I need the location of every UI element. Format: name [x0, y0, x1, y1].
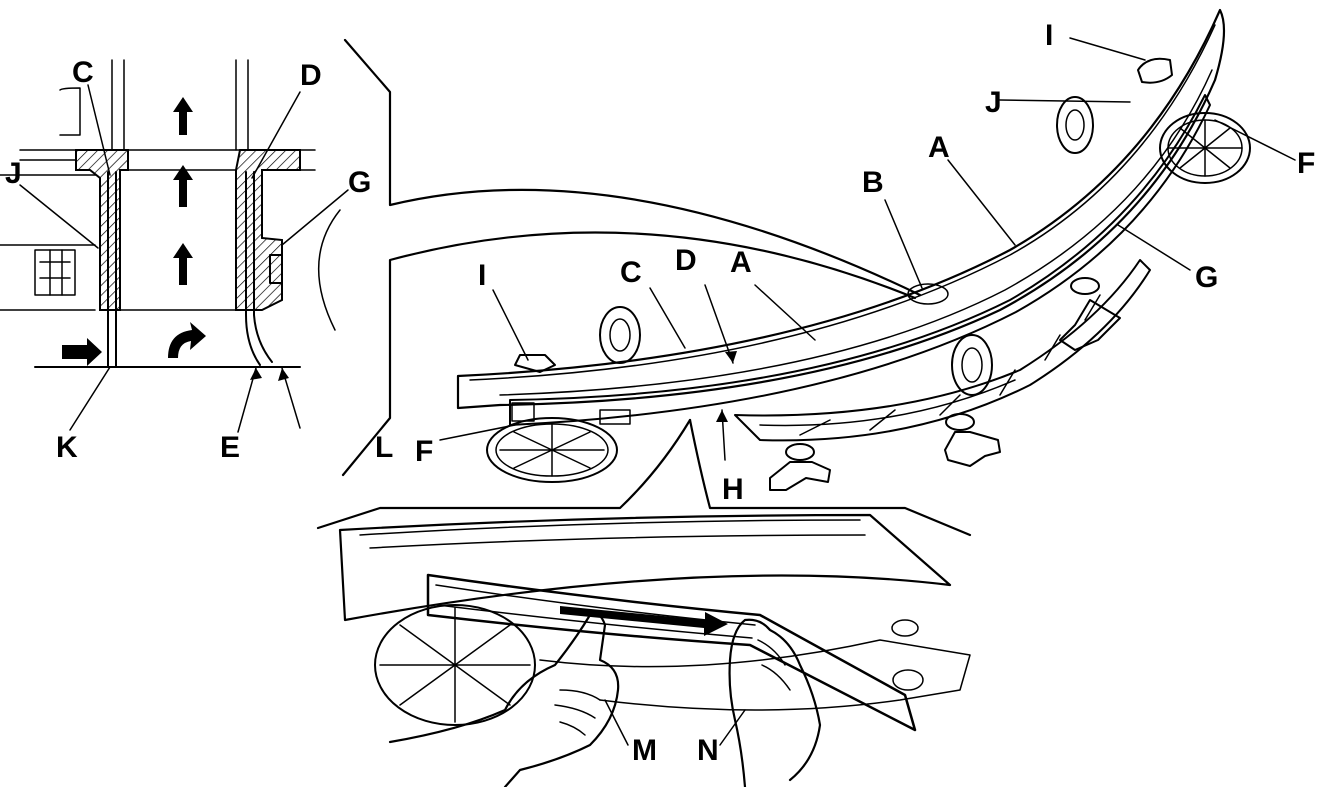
label-N: N	[697, 734, 719, 767]
leader-A	[754, 284, 816, 341]
water-flow-arrow-icon	[62, 338, 102, 366]
blade-slot	[599, 409, 631, 425]
squeegee-mid-line	[499, 69, 1213, 396]
adjustment-knob	[1059, 277, 1121, 351]
frame-lines	[111, 59, 249, 151]
frame-ribs	[759, 294, 1101, 436]
callout-L-outline	[341, 38, 922, 477]
leader-F2	[1214, 119, 1296, 161]
leader-N	[719, 709, 746, 746]
label-J: J	[5, 157, 22, 190]
blade-strip-being-removed	[426, 573, 917, 732]
label-L: L	[375, 431, 393, 464]
airflow-arrow-icon	[173, 97, 193, 135]
label-I: I	[478, 259, 486, 292]
left-hand-fingers	[554, 689, 601, 736]
right-hand-fingers	[757, 639, 791, 691]
squeegee-body	[456, 8, 1226, 410]
label-A-upper: A	[928, 131, 950, 164]
left-hand	[388, 612, 620, 787]
label-A: A	[730, 246, 752, 279]
knob-top	[891, 619, 919, 637]
right-hand	[728, 618, 822, 787]
leader-C2	[649, 287, 686, 349]
arrowhead-icon	[250, 368, 262, 380]
leader-F	[439, 424, 516, 441]
squeegee-frame	[734, 259, 1151, 442]
adjustment-knob	[944, 413, 1001, 467]
squeegee-assembly	[439, 8, 1296, 491]
cross-section-detail	[0, 59, 349, 433]
knob-top	[892, 669, 924, 691]
leader-I	[492, 289, 529, 361]
hose-clamp-detail	[39, 249, 71, 296]
label-G: G	[348, 166, 371, 199]
airflow-arrow-icon	[173, 243, 193, 285]
guide-roller	[951, 334, 993, 396]
enlarged-wheel-spokes	[379, 607, 531, 723]
background-outline	[59, 87, 81, 136]
leader-J	[19, 184, 99, 249]
callout-lower-line	[341, 231, 917, 477]
right-blade-holder	[235, 149, 301, 311]
left-caster-wheel	[486, 417, 618, 483]
label-D: D	[300, 59, 322, 92]
part-labels: C D J G K E L I C D A B A J I F G F H M …	[5, 19, 1315, 767]
curved-edge	[318, 209, 341, 331]
label-C-main: C	[620, 256, 642, 289]
label-D-main: D	[675, 244, 697, 277]
leader-M	[604, 699, 629, 746]
suction-opening	[907, 283, 949, 305]
enlarged-body-lines	[359, 519, 866, 549]
hose-fitting	[1137, 57, 1173, 84]
label-H: H	[722, 473, 744, 506]
pull-direction-arrow-icon	[560, 606, 728, 636]
hose-clamp-detail	[34, 249, 76, 296]
guide-roller	[599, 306, 641, 364]
guide-roller	[1056, 96, 1094, 154]
leader-D	[251, 91, 301, 179]
leader-G	[281, 189, 349, 246]
leader-A2	[947, 159, 1016, 246]
arrowhead-icon	[725, 351, 737, 363]
clamp-strip	[269, 254, 283, 284]
label-F-upper: F	[1297, 147, 1315, 180]
callout-lower-left	[316, 418, 692, 530]
leader-I2	[1069, 37, 1146, 61]
leader-C	[87, 84, 111, 176]
leader-D2	[704, 284, 734, 364]
label-M: M	[632, 734, 657, 767]
left-blade-holder	[75, 149, 129, 311]
label-K: K	[56, 431, 78, 464]
callout-upper-line	[343, 38, 922, 297]
enlarged-wheel	[374, 604, 536, 726]
label-E: E	[220, 431, 240, 464]
arrowhead-icon	[278, 368, 289, 381]
adjustment-knob	[769, 443, 831, 491]
rear-blade	[245, 171, 273, 366]
blade-slot	[511, 402, 535, 422]
leader-K	[69, 366, 111, 431]
front-blade-strip	[509, 94, 1211, 426]
label-C: C	[72, 56, 94, 89]
blade-removal-detail	[316, 418, 972, 787]
enlarged-frame	[539, 639, 971, 711]
curved-airflow-arrow-icon	[168, 322, 206, 358]
callout-lower-right	[688, 418, 972, 537]
leader-B	[884, 199, 923, 289]
label-J-upper: J	[985, 86, 1002, 119]
background-outline	[0, 174, 101, 311]
leader-J2	[999, 99, 1131, 103]
airflow-arrow-icon	[173, 165, 193, 207]
label-I-upper: I	[1045, 19, 1053, 52]
squeegee-top-edge	[469, 24, 1216, 381]
leader-G2	[1117, 224, 1191, 271]
label-G-main: G	[1195, 261, 1218, 294]
label-F: F	[415, 435, 433, 468]
front-blade	[107, 171, 117, 368]
arrowhead-icon	[716, 410, 728, 422]
label-B: B	[862, 166, 884, 199]
